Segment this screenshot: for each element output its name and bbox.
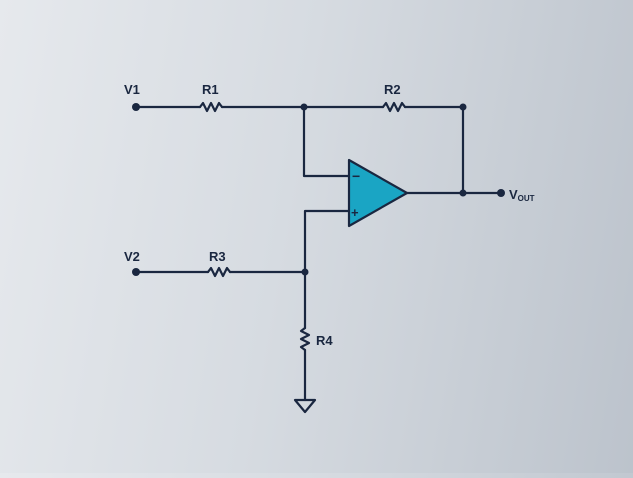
resistor-r3	[206, 266, 232, 278]
wire-noninverting-input	[303, 209, 351, 274]
resistor-r4	[299, 326, 311, 352]
label-v2: V2	[124, 249, 140, 264]
label-v1: V1	[124, 82, 140, 97]
wire-inverting-input	[302, 105, 351, 178]
terminal-v2	[132, 268, 140, 276]
opamp-icon	[347, 158, 409, 228]
terminal-vout	[497, 189, 505, 197]
junction-r2-out	[459, 103, 467, 111]
label-r3: R3	[209, 249, 226, 264]
opamp-minus-sign: −	[352, 168, 360, 184]
wire-r2-feedback	[403, 105, 465, 195]
label-r1: R1	[202, 82, 219, 97]
label-vout: VOUT	[509, 187, 535, 203]
label-r4: R4	[316, 333, 333, 348]
junction-r3-r4	[301, 268, 309, 276]
resistor-r1	[198, 101, 224, 113]
opamp-plus-sign: +	[351, 205, 359, 220]
junction-output	[459, 189, 467, 197]
terminal-v1	[132, 103, 140, 111]
ground-icon	[293, 398, 317, 414]
junction-r1-r2	[300, 103, 308, 111]
label-vout-main: V	[509, 187, 518, 202]
label-r2: R2	[384, 82, 401, 97]
resistor-r2	[381, 101, 407, 113]
label-vout-sub: OUT	[518, 194, 535, 203]
